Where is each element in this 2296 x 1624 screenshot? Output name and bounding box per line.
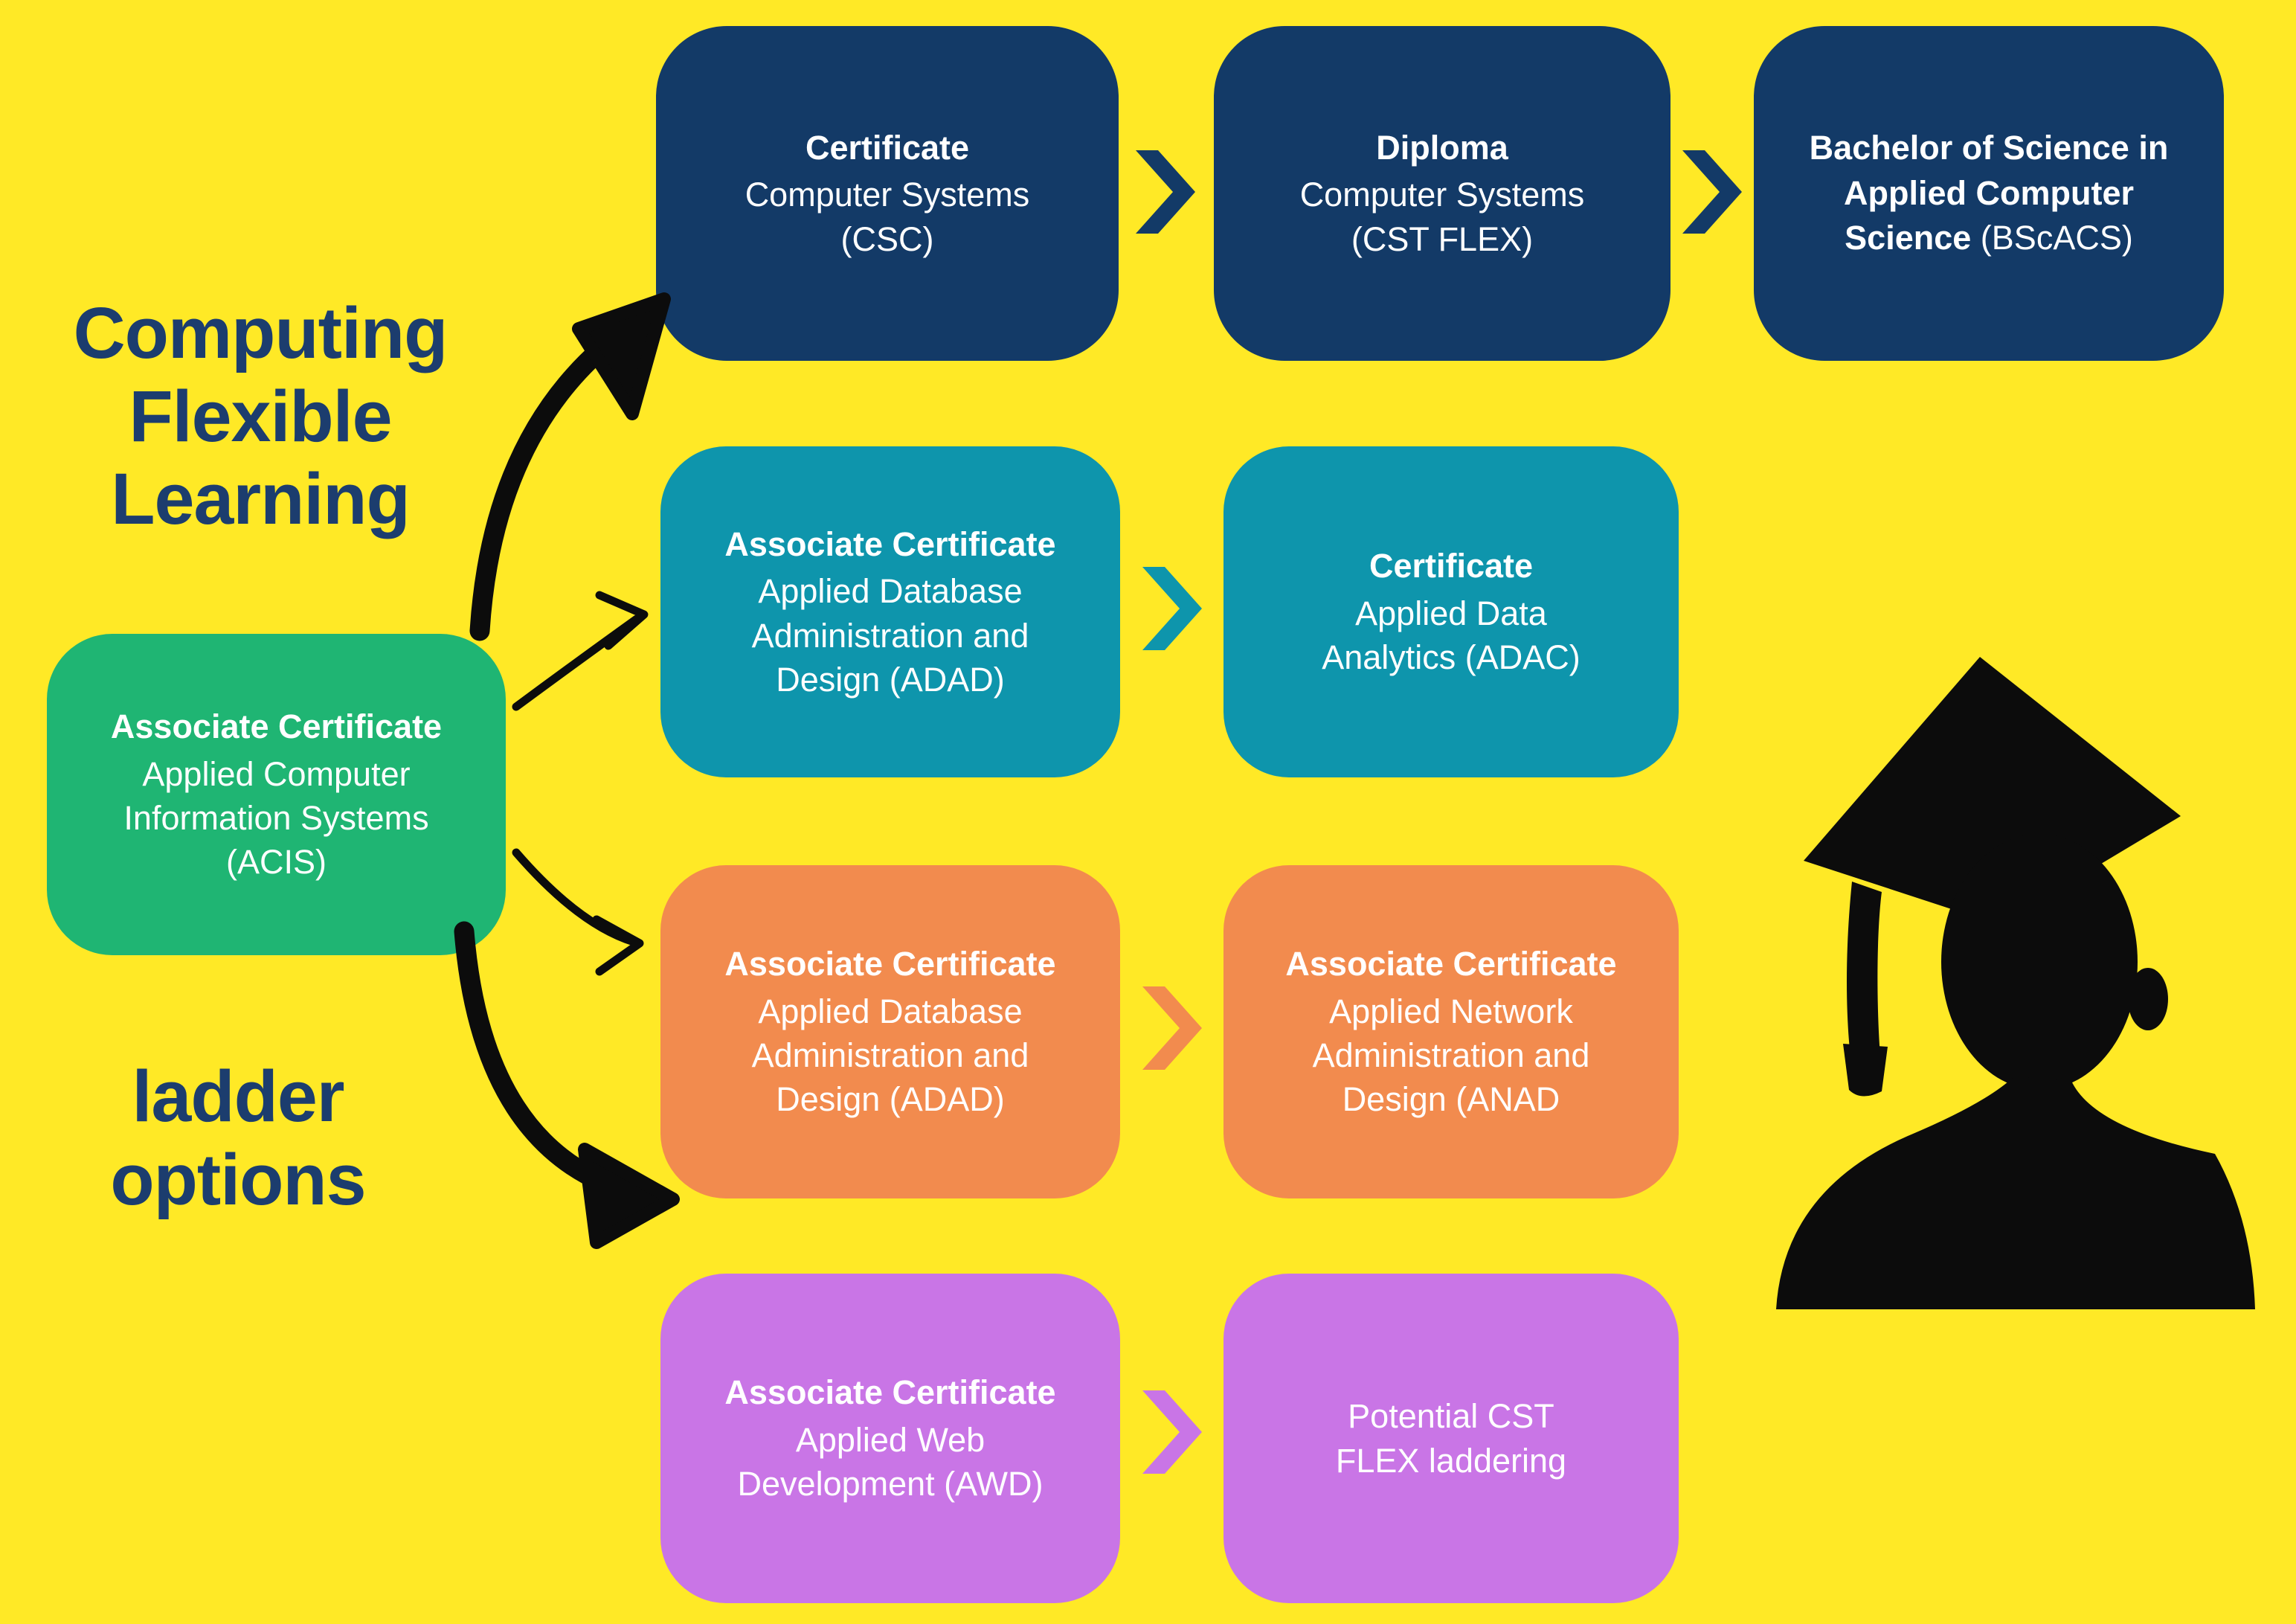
box-acis: Associate Certificate Applied Computer I… <box>47 634 506 955</box>
box-cst-flex-title: Diploma <box>1376 128 1508 167</box>
box-anad-body: Applied Network Administration and Desig… <box>1312 992 1590 1119</box>
box-csc: Certificate Computer Systems (CSC) <box>656 26 1119 361</box>
arrow-to-adad-teal-icon <box>512 591 649 711</box>
box-bscacs-line3-regular: (BScACS) <box>1971 219 2133 257</box>
box-adad-orange-body: Applied Database Administration and Desi… <box>751 992 1029 1119</box>
box-adad-orange-title: Associate Certificate <box>724 945 1056 983</box>
box-bscacs-line3-bold: Science <box>1845 219 1972 257</box>
chevron-right-icon <box>1142 567 1202 650</box>
box-cst-flex-body: Computer Systems (CST FLEX) <box>1299 176 1585 258</box>
chevron-right-icon <box>1682 150 1742 234</box>
box-bscacs: Bachelor of Science in Applied Computer … <box>1754 26 2224 361</box>
box-adad-teal-title: Associate Certificate <box>724 524 1056 563</box>
box-anad: Associate Certificate Applied Network Ad… <box>1223 865 1679 1198</box>
chevron-right-icon <box>1142 1390 1202 1474</box>
graduate-silhouette-icon <box>1776 657 2255 1309</box>
box-csc-title: Certificate <box>805 128 970 167</box>
heading-ladder-options: ladder options <box>110 1056 366 1220</box>
box-adac-title: Certificate <box>1369 547 1534 585</box>
curved-arrow-to-csc-icon <box>469 292 671 641</box>
box-cst-flex-laddering: Potential CST FLEX laddering <box>1223 1274 1679 1603</box>
box-cst-flex-laddering-body: Potential CST FLEX laddering <box>1335 1397 1567 1480</box>
box-awd-title: Associate Certificate <box>724 1373 1056 1412</box>
box-awd: Associate Certificate Applied Web Develo… <box>660 1274 1120 1603</box>
chevron-right-icon <box>1142 986 1202 1070</box>
box-adac-body: Applied Data Analytics (ADAC) <box>1322 594 1580 677</box>
box-csc-body: Computer Systems (CSC) <box>745 176 1030 258</box>
box-cst-flex: Diploma Computer Systems (CST FLEX) <box>1214 26 1670 361</box>
box-bscacs-line2: Applied Computer <box>1844 173 2134 212</box>
box-awd-body: Applied Web Development (AWD) <box>737 1420 1044 1503</box>
arrow-to-adad-orange-icon <box>512 848 644 976</box>
box-adad-teal: Associate Certificate Applied Database A… <box>660 446 1120 777</box>
box-adac: Certificate Applied Data Analytics (ADAC… <box>1223 446 1679 777</box>
chevron-right-icon <box>1136 150 1195 234</box>
box-anad-title: Associate Certificate <box>1285 945 1617 983</box>
box-bscacs-line3: Science (BScACS) <box>1845 216 2133 261</box>
box-acis-title: Associate Certificate <box>110 707 443 746</box>
box-acis-body: Applied Computer Information Systems (AC… <box>123 754 429 882</box>
box-adad-teal-body: Applied Database Administration and Desi… <box>751 572 1029 699</box>
heading-computing-flexible-learning: Computing Flexible Learning <box>73 292 448 540</box>
box-bscacs-line1: Bachelor of Science in <box>1809 128 2169 167</box>
box-adad-orange: Associate Certificate Applied Database A… <box>660 865 1120 1198</box>
curved-arrow-to-awd-icon <box>454 921 680 1249</box>
